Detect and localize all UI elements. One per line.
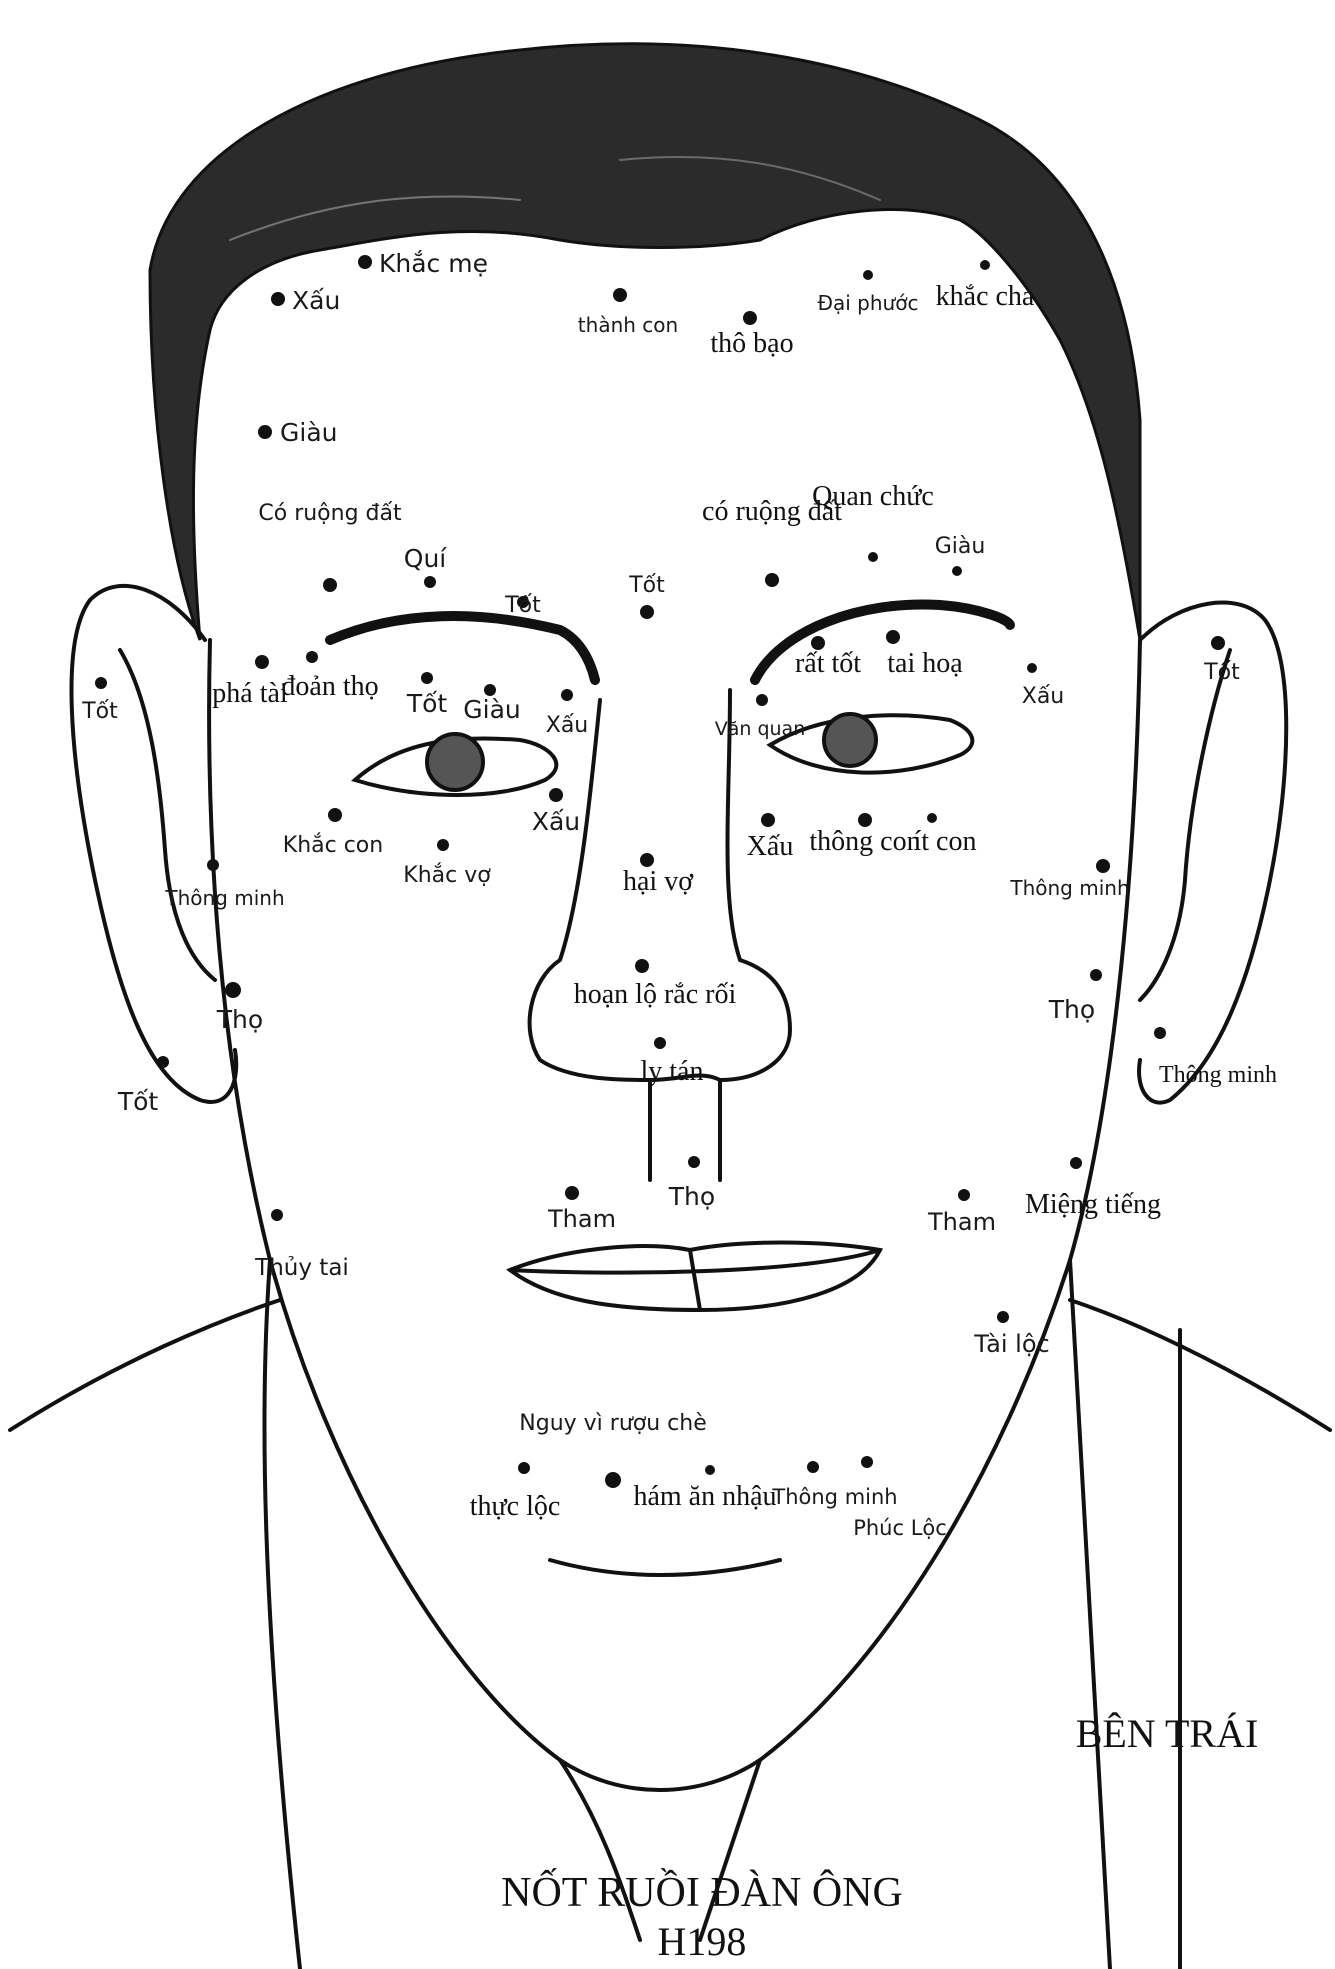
label-giau-temple-right: Giàu	[935, 534, 986, 559]
label-tho-cheek-right: Thọ	[1048, 995, 1095, 1024]
label-xau-temple-right: Xấu	[1022, 684, 1065, 709]
label-qui: Quí	[404, 544, 448, 573]
label-tot-brow-left: Tốt	[504, 593, 541, 618]
label-thong-con: thông con	[809, 826, 920, 857]
label-hoan-lo-rac-roi: hoạn lộ rắc rối	[574, 979, 737, 1010]
label-pha-tai: phá tài	[212, 678, 288, 709]
label-khac-me: Khắc mẹ	[379, 249, 488, 278]
eyebrow-right	[755, 604, 1010, 680]
label-thong-minh-ear-left: Thông minh	[164, 886, 284, 910]
label-mieng-tieng: Miệng tiếng	[1025, 1189, 1161, 1220]
label-xau-eye-left: Xấu	[546, 713, 589, 738]
label-thong-minh-cheek-right: Thông minh	[1009, 876, 1129, 900]
label-hai-vo: hại vợ	[623, 866, 694, 897]
label-giau-temple-left: Giàu	[280, 418, 337, 447]
label-van-quan: Văn quan	[715, 718, 806, 740]
label-tham-left: Tham	[547, 1205, 616, 1233]
label-tho-philtrum: Thọ	[668, 1182, 715, 1211]
side-label: BÊN TRÁI	[1076, 1711, 1259, 1756]
label-xau-under-eye-left: Xấu	[532, 807, 580, 836]
label-co-ruong-dat-left: Có ruộng đất	[258, 501, 402, 526]
hair	[150, 44, 1140, 640]
label-thanh-con: thành con	[578, 313, 678, 337]
label-khac-cha: khắc cha	[936, 281, 1035, 312]
label-tot-eye-left: Tốt	[406, 689, 448, 718]
label-thuy-tai: Thủy tai	[254, 1255, 349, 1281]
label-nguy-vi-ruou-che: Nguy vì rượu chè	[519, 1411, 706, 1436]
label-quan-chuc: Quan chức	[812, 481, 934, 512]
figure-code: H198	[658, 1919, 747, 1964]
label-tho-ear-left: Thọ	[216, 1005, 263, 1034]
label-tot-ear-right: Tốt	[1203, 660, 1240, 685]
label-ham-an-nhau: hám ăn nhậu	[633, 1481, 776, 1512]
label-it-con: ít con	[914, 826, 977, 857]
label-thuc-loc: thực lộc	[470, 1491, 561, 1522]
label-tho-bao: thô bạo	[710, 328, 793, 359]
label-doan-tho: đoản thọ	[281, 671, 378, 702]
label-giau-eye-left: Giàu	[463, 695, 520, 724]
face-outline	[209, 640, 1140, 1790]
label-khac-vo: Khắc vợ	[403, 863, 491, 888]
label-tot-ear-left: Tốt	[81, 699, 118, 724]
label-tham-right: Tham	[927, 1208, 996, 1236]
label-ly-tan: ly tán	[641, 1056, 704, 1087]
label-xau-forehead-left: Xấu	[292, 286, 340, 315]
label-khac-con-left: Khắc con	[283, 833, 383, 858]
label-thong-minh-ear-right: Thông minh	[1159, 1062, 1277, 1088]
label-tot-center: Tốt	[628, 573, 665, 598]
neck-collar	[264, 1260, 1110, 1969]
label-rat-tot: rất tốt	[795, 648, 861, 679]
label-tot-earlobe-left: Tốt	[117, 1087, 159, 1116]
label-thong-minh-chin: Thông minh	[771, 1485, 897, 1509]
label-tai-hoa: tai hoạ	[887, 648, 963, 679]
label-dai-phuoc: Đại phước	[818, 291, 919, 315]
label-phuc-loc: Phúc Lộc	[853, 1516, 947, 1540]
label-xau-under-eye-right: Xấu	[747, 831, 794, 862]
label-tai-loc: Tài lộc	[973, 1330, 1049, 1358]
figure-title: NỐT RUỒI ĐÀN ÔNG	[501, 1868, 903, 1916]
